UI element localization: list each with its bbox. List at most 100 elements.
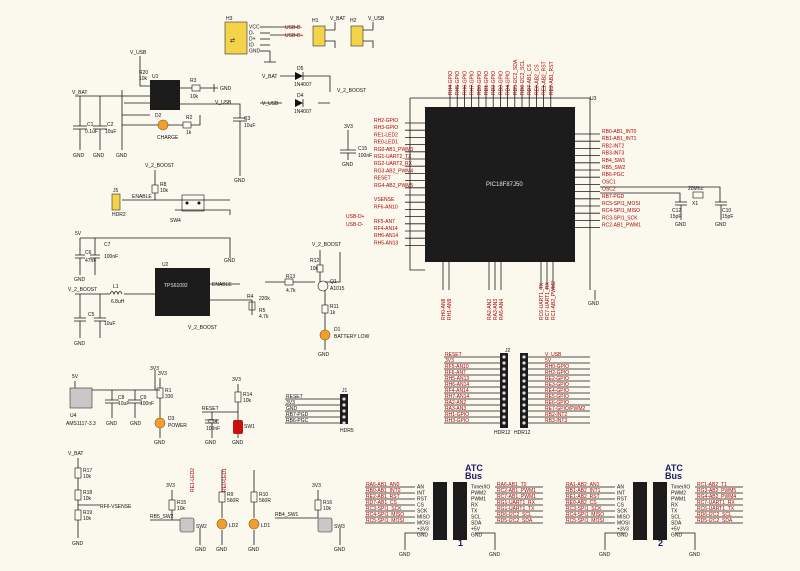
j2-pin-label: RESET [445,352,462,358]
j3-body [520,353,528,428]
atc-right-net: RD5-I2C2_SDA [497,518,533,524]
mcu-name: PIC18F87J50 [486,182,523,188]
c5-value: 10uF [104,321,115,327]
diode-wires [260,75,331,104]
r14-value: 10k [243,398,252,404]
u4-5v: 5V [72,374,79,380]
boost-u2: 5V C6 47nF C7 100nF GND GND U2 TPS61092 … [68,231,270,347]
j3-pin-label: RE2-GPIO [545,376,569,382]
d2-wires [122,115,201,126]
j5-ref: J5 [113,188,119,194]
atc-pin-left: INT [417,491,425,497]
atc-pin-right: SDA [671,521,682,527]
power-led-d3: 3V3 R1 330 D3 POWER GND [154,371,187,446]
atc-pin-left: INT [617,491,625,497]
j3-pin-label: RE4-GPIO [545,388,569,394]
atc-pin-right: SDA [471,521,482,527]
h1-body [312,25,326,47]
c8-ref: C8 [118,395,125,401]
mcu-top-pin-label: RH5-GPIO [455,71,461,95]
r4-ref: R4 [247,294,254,300]
atc-left-net: RC5-SPI1_MOSI [366,518,404,524]
j3-pin-dot [522,421,526,425]
d5-name: 1N4007 [294,82,312,88]
j2-pin-dot [502,367,506,371]
j5-enable: ENABLE [132,194,152,200]
sw2-3v3: 3V3 [166,483,175,489]
d5-vbat: V_BAT [262,74,277,80]
r15-value: 10k [177,506,186,512]
atc-pin-right: GND [671,533,683,539]
c14-gnd: GND [205,440,217,446]
atc-left-net: RC4-SPI1_MISO [366,512,404,518]
atc-connector-left [433,482,447,540]
j2-pin-label: RH6-AN14 [445,382,469,388]
r12-value: 10k [310,266,319,272]
j2-pin-dot [502,361,506,365]
sw2-net: RB5_SW2 [150,514,174,520]
j1-body [340,394,348,424]
j3-pin-label: RE3-GPIO [545,382,569,388]
ld2-net: RE1-LED2 [190,468,196,492]
x1-freq: 20Mhz [688,186,704,192]
charger-vusb2: V_USB [215,100,232,106]
j3-pin-label: RB2-INT2 [545,412,567,418]
atc-right-net: RC7-UART1_RX [697,500,735,506]
enable-switch-j5: V_2_BOOST R8 10k J5 HDR2 ENABLE SW4 [111,163,231,224]
r9-body [218,491,226,503]
sw4-contact-b [197,201,201,205]
r12-ref: R12 [310,258,319,264]
r3-gnd: GND [220,86,232,92]
u4-wires [74,370,160,418]
d3-label: POWER [168,423,187,429]
atc-pin-left: GND [617,533,629,539]
atc-right-net: RC6-UART1_TX [697,506,735,512]
mcu-bottom-pin-label: RA2-AN2 [487,299,493,320]
j2-pin-dot [502,415,506,419]
c1-ref: C1 [87,122,94,128]
sw3-3v3: 3V3 [312,483,321,489]
c15-cap [340,130,356,160]
c8-gnd: GND [106,421,118,427]
sw2-button-icon [179,517,195,533]
j5-vboost: V_2_BOOST [145,163,174,169]
d3-gnd: GND [154,440,166,446]
atc-gnd-left: GND [599,552,611,558]
j3-pin-label: 5V [545,358,552,364]
h1-label: V_BAT [330,16,345,22]
ld2-led-icon [216,518,228,530]
d3-led-icon [154,417,166,429]
sw3-gnd: GND [334,547,346,553]
atc-right-net: RC2-AB1_PWM1 [497,488,536,494]
sw3-net: RB4_SW1 [275,512,299,518]
j3-label: HDR12 [514,430,531,436]
j3-pin-label: RB3-INT3 [545,418,567,424]
atc-left-net: RA1-AB2_AN1 [566,482,600,488]
atc-power-wires [404,532,496,550]
u4-body [69,387,93,409]
c12-gnd: GND [675,222,687,228]
h3-pin-label: VCC [249,25,260,31]
c10-gnd: GND [715,222,727,228]
atc-pin-right: RX [471,503,479,509]
atc-title: ATC [465,463,483,473]
switch-sw3: 3V3 R16 10k RB4_SW1 SW3 GND [275,483,346,553]
r19-body [74,509,82,521]
u4-name: AMS1117-3.3 [66,421,96,427]
j2-pin-dot [502,355,506,359]
atc-power-wires [604,532,696,550]
mcu-bottom-pin-label: RA3-AN3 [493,299,499,320]
h3-pin-label: D+ [249,37,256,43]
mcu-right-pins: RB0-AB1_INT0RB1-AB1_INT1RB2-INT2RB3-INT3… [575,129,641,229]
j2-pin-dot [502,391,506,395]
j2-pin-label: RH7-AN14 [445,394,469,400]
mcu-right-pin-label: RB1-AB1_INT1 [602,136,637,142]
c7-value: 100nF [104,254,118,260]
c1-value: 0.1uF [85,129,98,135]
j2-pin-label: RA3-AN3 [445,406,466,412]
c6-gnd: GND [74,277,86,283]
atc-gnd-right: GND [489,552,501,558]
sw3-wires [275,490,341,545]
j2-pin-label: 3V3 [445,358,454,364]
